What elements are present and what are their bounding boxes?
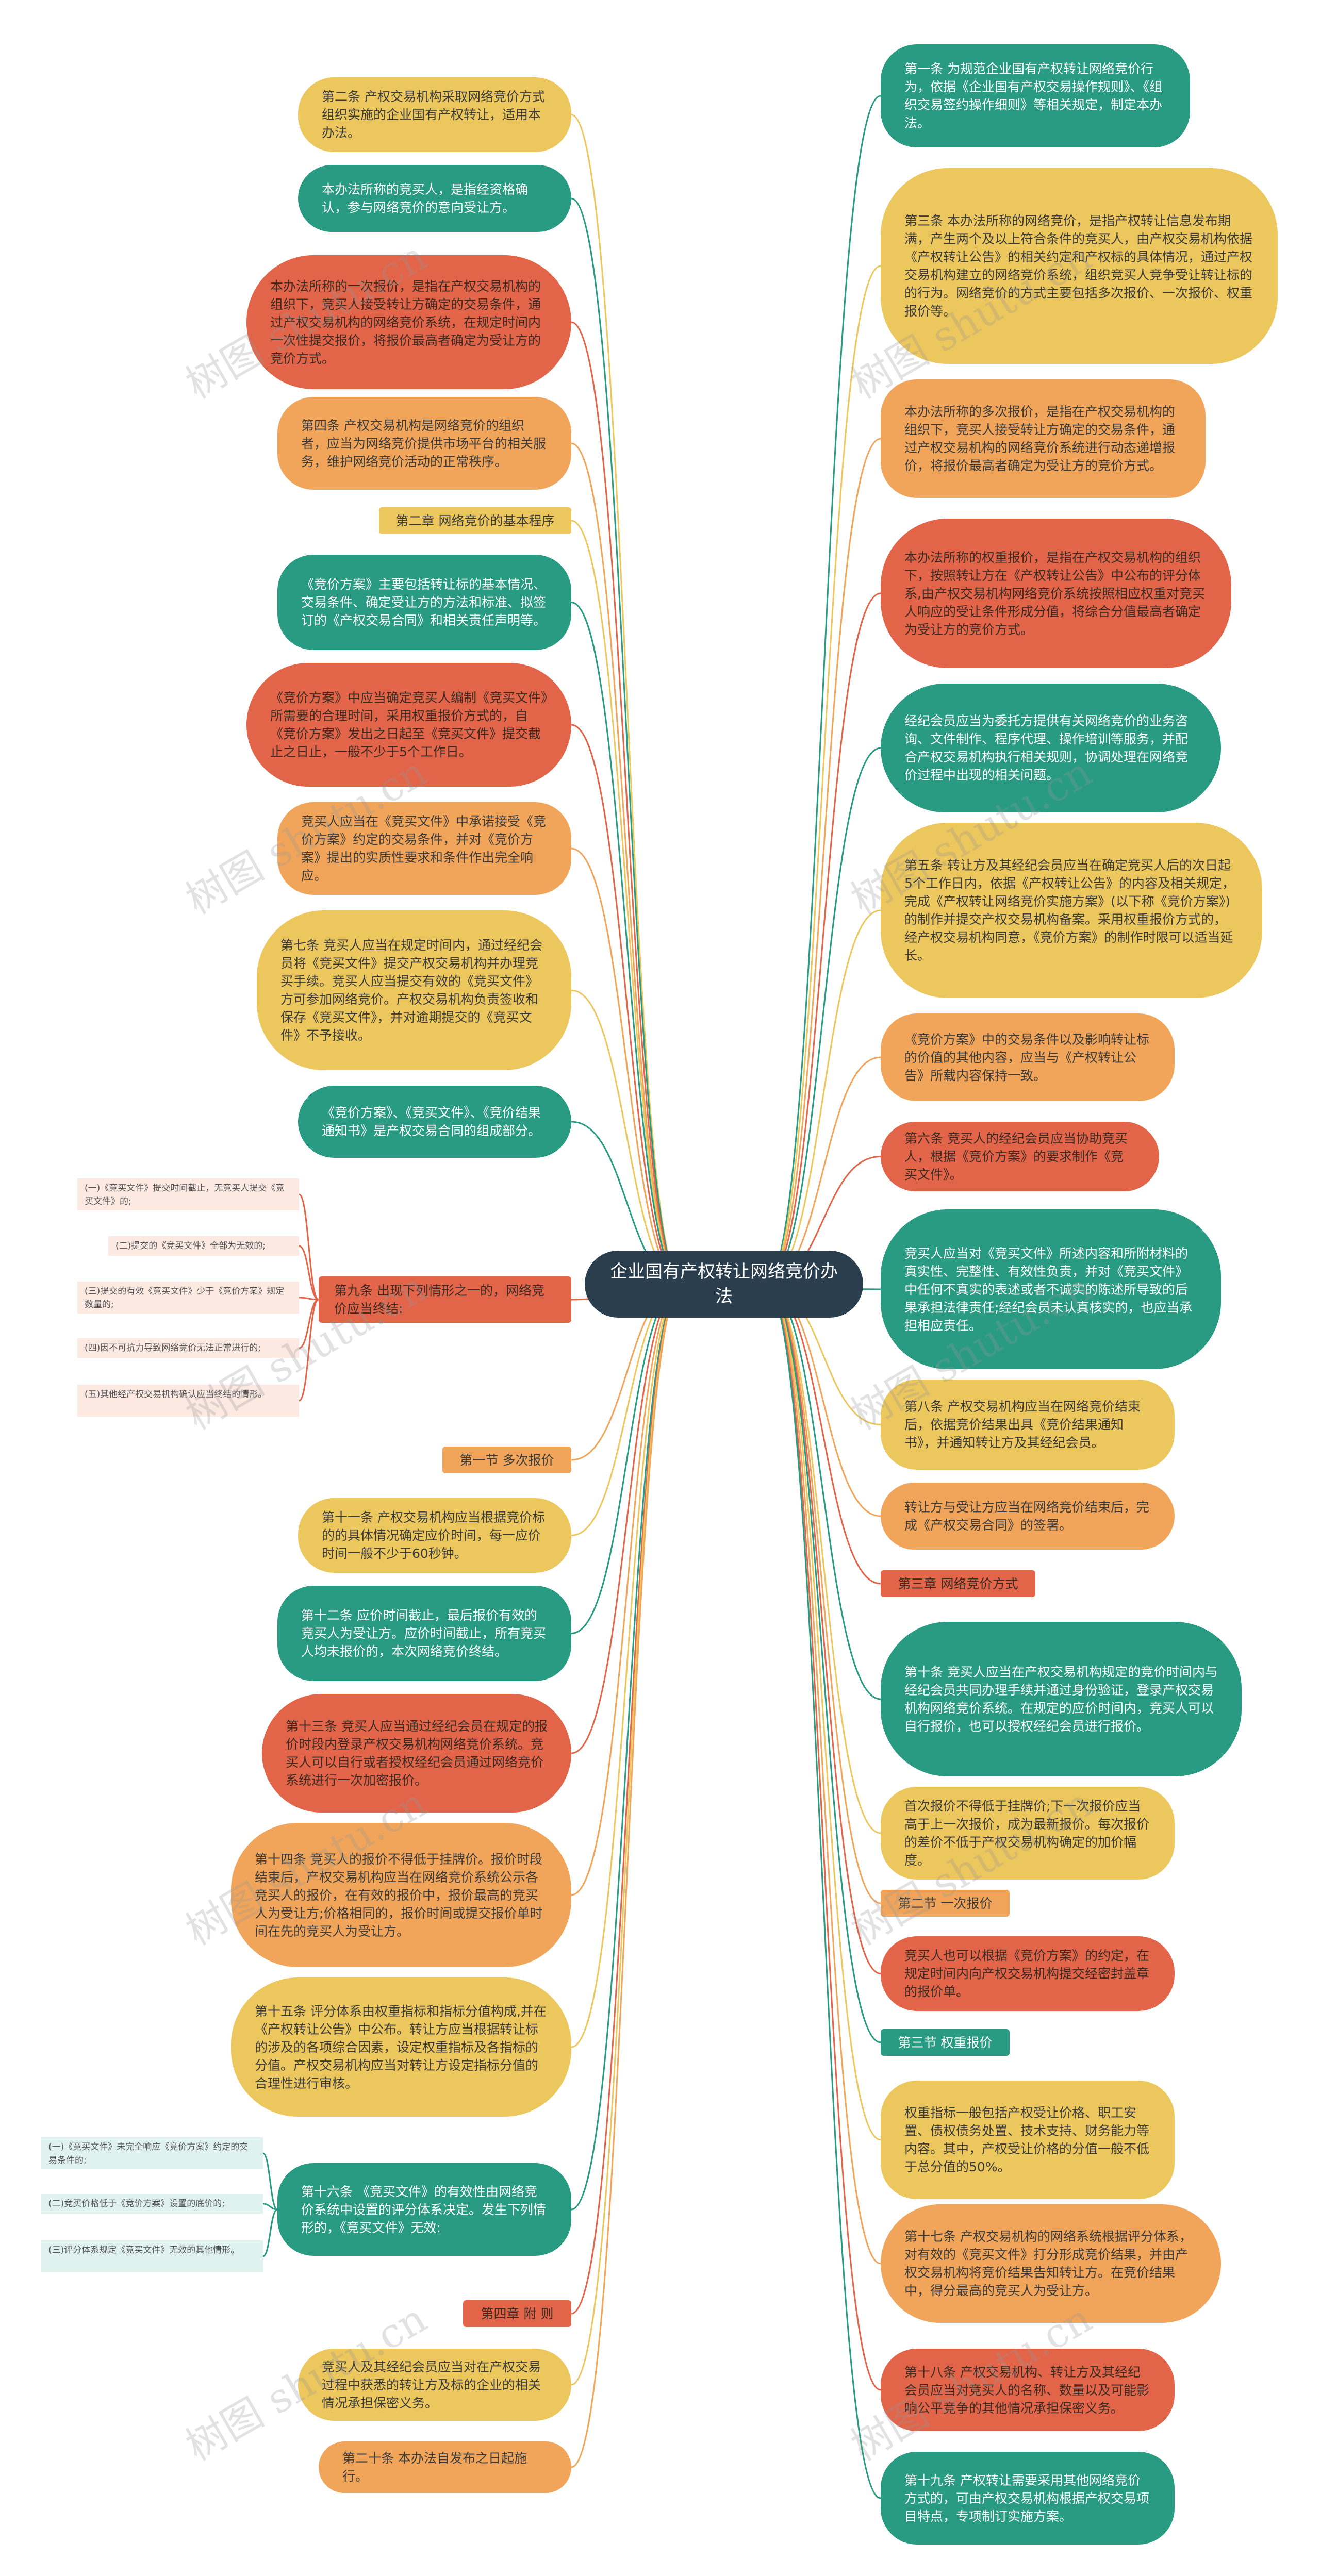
termination-case-5[interactable]: (五)其他经产权交易机构确认应当终结的情形。 bbox=[77, 1385, 299, 1417]
branch-connector bbox=[571, 1283, 683, 1634]
branch-connector bbox=[765, 1283, 881, 1834]
branch-connector bbox=[571, 1283, 683, 1754]
chapter-3-heading[interactable]: 第三章 网络竞价方式 bbox=[881, 1570, 1035, 1597]
branch-connector bbox=[765, 1283, 881, 2391]
left-node-article-7[interactable]: 第七条 竞买人应当在规定时间内，通过经纪会员将《竞买文件》提交产权交易机构并办理… bbox=[257, 910, 571, 1070]
branch-connector bbox=[765, 1283, 881, 1974]
left-node-article-9[interactable]: 第九条 出现下列情形之一的，网络竞价应当终结: bbox=[319, 1276, 571, 1323]
branch-connector bbox=[765, 592, 881, 1285]
branch-connector bbox=[765, 1283, 881, 2499]
right-node-article-8[interactable]: 第八条 产权交易机构应当在网络竞价结束后，依据竞价结果出具《竞价结果通知书》，并… bbox=[881, 1380, 1175, 1470]
leaf-connector bbox=[262, 2203, 278, 2211]
leaf-connector bbox=[299, 1193, 319, 1301]
section-3-heading[interactable]: 第三节 权重报价 bbox=[881, 2029, 1010, 2056]
right-node-article-5[interactable]: 第五条 转让方及其经纪会员应当在确定竞买人后的次日起5个工作日内，依据《产权转让… bbox=[881, 823, 1262, 998]
right-node-contract-signing[interactable]: 转让方与受让方应当在网络竞价结束后，完成《产权交易合同》的签署。 bbox=[881, 1483, 1175, 1550]
chapter-4-heading[interactable]: 第四章 附 则 bbox=[463, 2300, 571, 2327]
left-node-article-11[interactable]: 第十一条 产权交易机构应当根据竞价标的的具体情况确定应价时间，每一应价时间一般不… bbox=[298, 1498, 571, 1573]
branch-connector bbox=[765, 1283, 881, 2141]
right-node-article-18[interactable]: 第十八条 产权交易机构、转让方及其经纪会员应当对竞买人的名称、数量以及可能影响公… bbox=[881, 2349, 1175, 2431]
branch-connector bbox=[765, 438, 881, 1285]
right-node-broker-duties[interactable]: 经纪会员应当为委托方提供有关网络竞价的业务咨询、文件制作、程序代理、操作培训等服… bbox=[881, 684, 1221, 812]
invalid-case-3[interactable]: (三)评分体系规定《竞买文件》无效的其他情形。 bbox=[41, 2240, 263, 2272]
branch-connector bbox=[571, 197, 683, 1285]
branch-connector bbox=[765, 95, 881, 1285]
branch-connector bbox=[571, 1283, 683, 2468]
right-node-article-17[interactable]: 第十七条 产权交易机构的网络系统根据评分体系，对有效的《竞买文件》打分形成竞价结… bbox=[881, 2204, 1221, 2323]
left-node-article-14[interactable]: 第十四条 竞买人的报价不得低于挂牌价。报价时段结束后，产权交易机构应当在网络竞价… bbox=[231, 1823, 571, 1967]
left-node-single-bid-definition[interactable]: 本办法所称的一次报价，是指在产权交易机构的组织下，竞买人接受转让方确定的交易条件… bbox=[246, 255, 571, 389]
right-node-sealed-bid[interactable]: 竞买人也可以根据《竞价方案》的约定，在规定时间内向产权交易机构提交经密封盖章的报… bbox=[881, 1936, 1175, 2011]
left-node-article-2[interactable]: 第二条 产权交易机构采取网络竞价方式组织实施的企业国有产权转让，适用本办法。 bbox=[298, 77, 571, 152]
leaf-connector bbox=[299, 1297, 319, 1301]
right-node-bidder-responsibility[interactable]: 竞买人应当对《竞买文件》所述内容和所附材料的真实性、完整性、有效性负责，并对《竞… bbox=[881, 1209, 1221, 1369]
branch-connector bbox=[571, 1283, 683, 2211]
left-node-bidding-plan-contents[interactable]: 《竞价方案》主要包括转让标的基本情况、交易条件、确定受让方的方法和标准、拟签订的… bbox=[277, 555, 571, 650]
branch-connector bbox=[571, 602, 683, 1285]
left-node-confidentiality[interactable]: 竞买人及其经纪会员应当对在产权交易过程中获悉的转让方及标的企业的相关情况承担保密… bbox=[298, 2349, 571, 2421]
left-node-article-20[interactable]: 第二十条 本办法自发布之日起施行。 bbox=[319, 2441, 571, 2493]
branch-connector bbox=[571, 847, 683, 1285]
right-node-article-1[interactable]: 第一条 为规范企业国有产权转让网络竞价行为，依据《企业国有产权交易操作规则》、《… bbox=[881, 44, 1190, 147]
branch-connector bbox=[571, 724, 683, 1285]
branch-connector bbox=[571, 1283, 683, 2315]
right-node-weight-indicators[interactable]: 权重指标一般包括产权受让价格、职工安置、债权债务处置、技术支持、财务能力等内容。… bbox=[881, 2081, 1175, 2199]
branch-connector bbox=[765, 265, 881, 1285]
section-1-heading[interactable]: 第一节 多次报价 bbox=[442, 1447, 571, 1473]
chapter-2-heading[interactable]: 第二章 网络竞价的基本程序 bbox=[379, 507, 571, 534]
right-node-article-3[interactable]: 第三条 本办法所称的网络竞价，是指产权转让信息发布期满，产生两个及以上符合条件的… bbox=[881, 168, 1278, 364]
termination-case-2[interactable]: (二)提交的《竞买文件》全部为无效的; bbox=[108, 1236, 299, 1256]
termination-case-1[interactable]: (一)《竞买文件》提交时间截止，无竞买人提交《竞买文件》的; bbox=[77, 1178, 299, 1210]
left-node-contract-components[interactable]: 《竞价方案》、《竞买文件》、《竞价结果通知书》是产权交易合同的组成部分。 bbox=[298, 1086, 571, 1158]
invalid-case-1[interactable]: (一)《竞买文件》未完全响应《竞价方案》约定的交易条件的; bbox=[41, 2137, 263, 2169]
termination-case-3[interactable]: (三)提交的有效《竞买文件》少于《竞价方案》规定数量的; bbox=[77, 1282, 299, 1314]
branch-connector bbox=[765, 1283, 881, 1904]
left-node-bidder-definition[interactable]: 本办法所称的竞买人，是指经资格确认，参与网络竞价的意向受让方。 bbox=[298, 165, 571, 232]
leaf-connector bbox=[299, 1299, 319, 1402]
branch-connector bbox=[765, 1283, 881, 2043]
branch-connector bbox=[571, 114, 683, 1285]
left-node-article-15[interactable]: 第十五条 评分体系由权重指标和指标分值构成,并在《产权转让公告》中公布。转让方应… bbox=[231, 1977, 571, 2117]
leaf-connector bbox=[262, 2208, 278, 2257]
branch-connector bbox=[571, 520, 683, 1285]
right-node-article-6[interactable]: 第六条 竞买人的经纪会员应当协助竞买人，根据《竞价方案》的要求制作《竞买文件》。 bbox=[881, 1122, 1159, 1191]
left-node-bidding-plan-timeframe[interactable]: 《竞价方案》中应当确定竞买人编制《竞买文件》所需要的合理时间，采用权重报价方式的… bbox=[246, 663, 571, 787]
left-node-article-4[interactable]: 第四条 产权交易机构是网络竞价的组织者，应当为网络竞价提供市场平台的相关服务，维… bbox=[277, 397, 571, 490]
termination-case-4[interactable]: (四)因不可抗力导致网络竞价无法正常进行的; bbox=[77, 1338, 299, 1358]
right-node-plan-consistency[interactable]: 《竞价方案》中的交易条件以及影响转让标的价值的其他内容，应当与《产权转让公告》所… bbox=[881, 1013, 1175, 1101]
left-node-article-13[interactable]: 第十三条 竞买人应当通过经纪会员在规定的报价时段内登录产权交易机构网络竞价系统。… bbox=[262, 1694, 571, 1813]
branch-connector bbox=[571, 1283, 683, 1896]
central-topic[interactable]: 企业国有产权转让网络竞价办法 bbox=[585, 1251, 863, 1318]
branch-connector bbox=[571, 442, 683, 1285]
branch-connector bbox=[765, 1283, 881, 2265]
right-node-multi-bid-definition[interactable]: 本办法所称的多次报价，是指在产权交易机构的组织下，竞买人接受转让方确定的交易条件… bbox=[881, 379, 1206, 498]
right-node-article-19[interactable]: 第十九条 产权转让需要采用其他网络竞价方式的，可由产权交易机构根据产权交易项目特… bbox=[881, 2452, 1175, 2545]
right-node-weighted-bid-definition[interactable]: 本办法所称的权重报价，是指在产权交易机构的组织下，按照转让方在《产权转让公告》中… bbox=[881, 519, 1231, 668]
right-node-first-bid-rule[interactable]: 首次报价不得低于挂牌价;下一次报价应当高于上一次报价，成为最新报价。每次报价的差… bbox=[881, 1787, 1175, 1880]
left-node-article-16[interactable]: 第十六条 《竞买文件》的有效性由网络竞价系统中设置的评分体系决定。发生下列情形的… bbox=[277, 2163, 571, 2256]
branch-connector bbox=[571, 321, 683, 1285]
invalid-case-2[interactable]: (二)竞买价格低于《竞价方案》设置的底价的; bbox=[41, 2194, 263, 2214]
section-2-heading[interactable]: 第二节 一次报价 bbox=[881, 1890, 1010, 1917]
left-node-article-12[interactable]: 第十二条 应价时间截止，最后报价有效的竞买人为受让方。应价时间截止，所有竞买人均… bbox=[277, 1586, 571, 1681]
leaf-connector bbox=[299, 1245, 319, 1301]
branch-connector bbox=[765, 909, 881, 1285]
branch-connector bbox=[571, 1283, 683, 2048]
left-node-bidder-commitment[interactable]: 竞买人应当在《竞买文件》中承诺接受《竞价方案》约定的交易条件，并对《竞价方案》提… bbox=[277, 802, 571, 895]
right-node-article-10[interactable]: 第十条 竞买人应当在产权交易机构规定的竞价时间内与经纪会员共同办理手续并通过身份… bbox=[881, 1622, 1242, 1776]
leaf-connector bbox=[262, 2152, 278, 2211]
branch-connector bbox=[571, 1283, 683, 2386]
branch-connector bbox=[765, 747, 881, 1285]
